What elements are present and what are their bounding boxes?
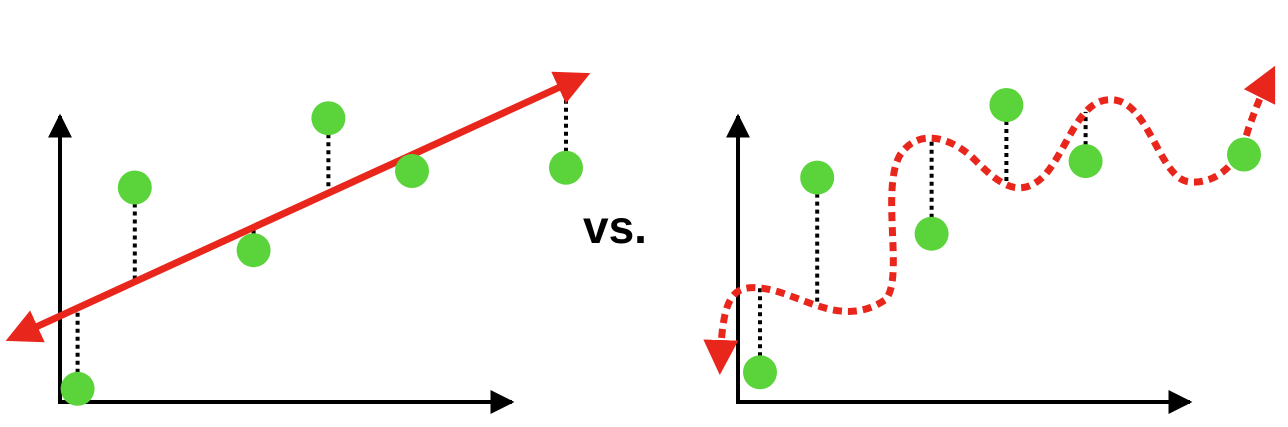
right-data-point-5 xyxy=(1068,144,1103,179)
right-data-point-3 xyxy=(914,216,949,251)
left-data-point-3 xyxy=(236,233,271,268)
right-residual-lines xyxy=(758,105,1246,373)
right-data-point-6 xyxy=(1227,137,1261,172)
left-data-point-4 xyxy=(311,101,346,136)
left-data-point-1 xyxy=(60,371,95,406)
left-data-point-6 xyxy=(549,150,583,185)
right-data-point-4 xyxy=(989,88,1024,122)
right-data-point-2 xyxy=(800,160,835,195)
right-data-points xyxy=(743,88,1261,390)
left-fit-line xyxy=(5,71,591,343)
left-data-points xyxy=(60,101,583,406)
right-data-point-1 xyxy=(743,355,777,390)
left-panel-linear-fit xyxy=(5,71,591,414)
right-fit-curve xyxy=(703,65,1276,375)
left-data-point-2 xyxy=(117,170,152,205)
versus-label: vs. xyxy=(583,201,647,253)
right-panel-overfit-curve xyxy=(703,65,1276,414)
left-data-point-5 xyxy=(395,154,429,188)
